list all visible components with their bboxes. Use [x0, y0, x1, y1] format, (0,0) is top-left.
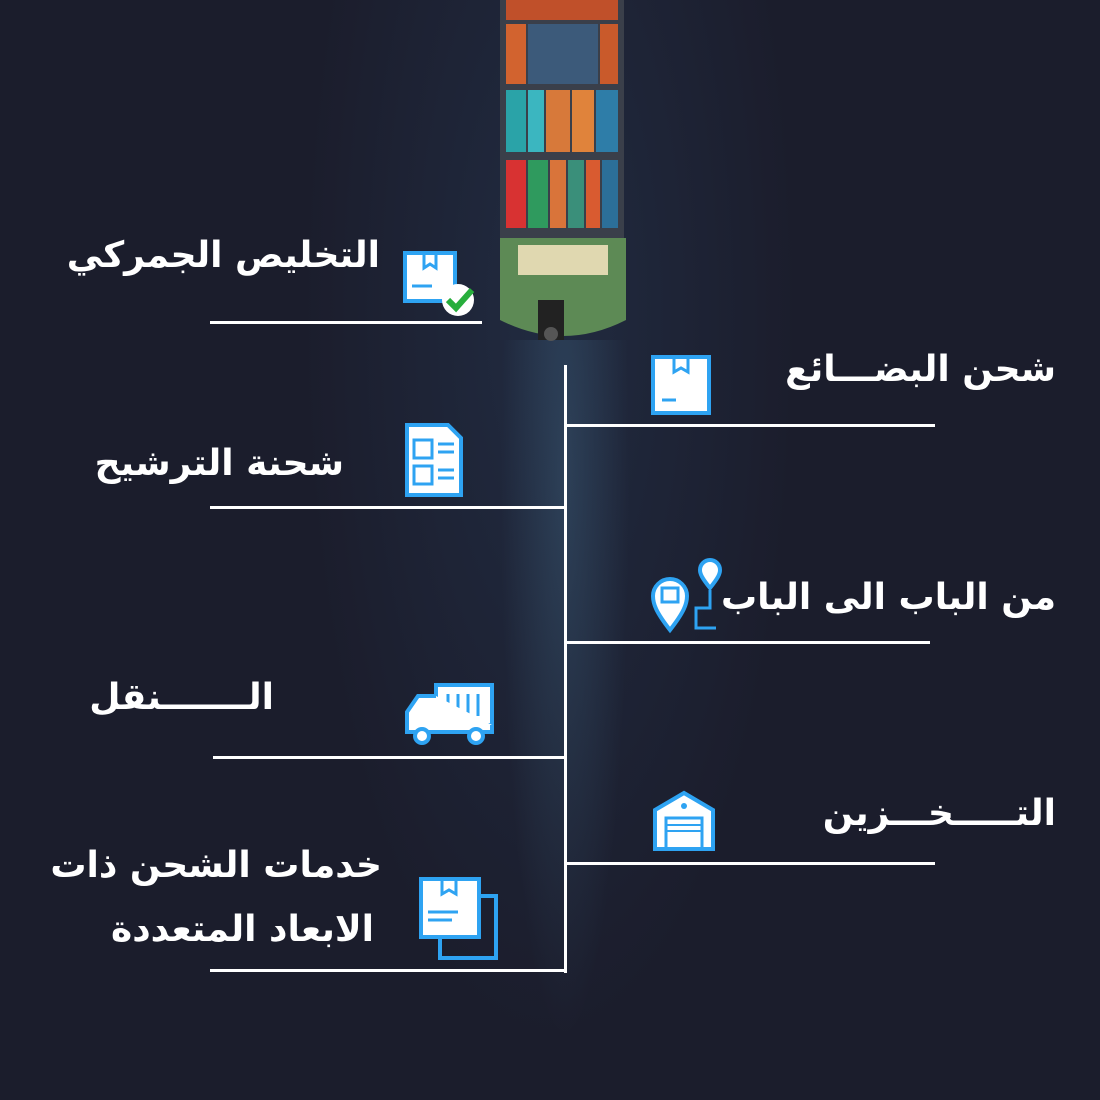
service-transport: الـــــــنقل	[89, 677, 274, 718]
service-goods-shipping: شحن البضـــائع	[785, 349, 1056, 390]
document-boxes-icon	[405, 423, 463, 497]
divider-line	[566, 862, 935, 865]
location-route-icon	[650, 558, 723, 634]
timeline-vertical-line	[564, 365, 567, 973]
box-icon	[651, 355, 711, 415]
divider-line	[566, 641, 930, 644]
customs-check-icon	[403, 251, 475, 316]
service-filter-shipment: شحنة الترشيح	[94, 443, 344, 484]
divider-line	[210, 321, 482, 324]
divider-line	[210, 506, 566, 509]
service-door-to-door: من الباب الى الباب	[720, 577, 1056, 618]
multi-document-icon	[419, 877, 498, 960]
divider-line	[213, 756, 566, 759]
service-multi-dimensional-shipping-line1: خدمات الشحن ذات	[50, 845, 382, 886]
cargo-ship-image	[500, 0, 626, 341]
divider-line	[210, 969, 566, 972]
service-customs-clearance: التخليص الجمركي	[66, 235, 380, 276]
service-storage: التـــــخـــزين	[822, 793, 1056, 834]
service-multi-dimensional-shipping-line2: الابعاد المتعددة	[110, 909, 374, 950]
warehouse-icon	[653, 790, 715, 851]
divider-line	[566, 424, 935, 427]
truck-icon	[405, 683, 494, 745]
